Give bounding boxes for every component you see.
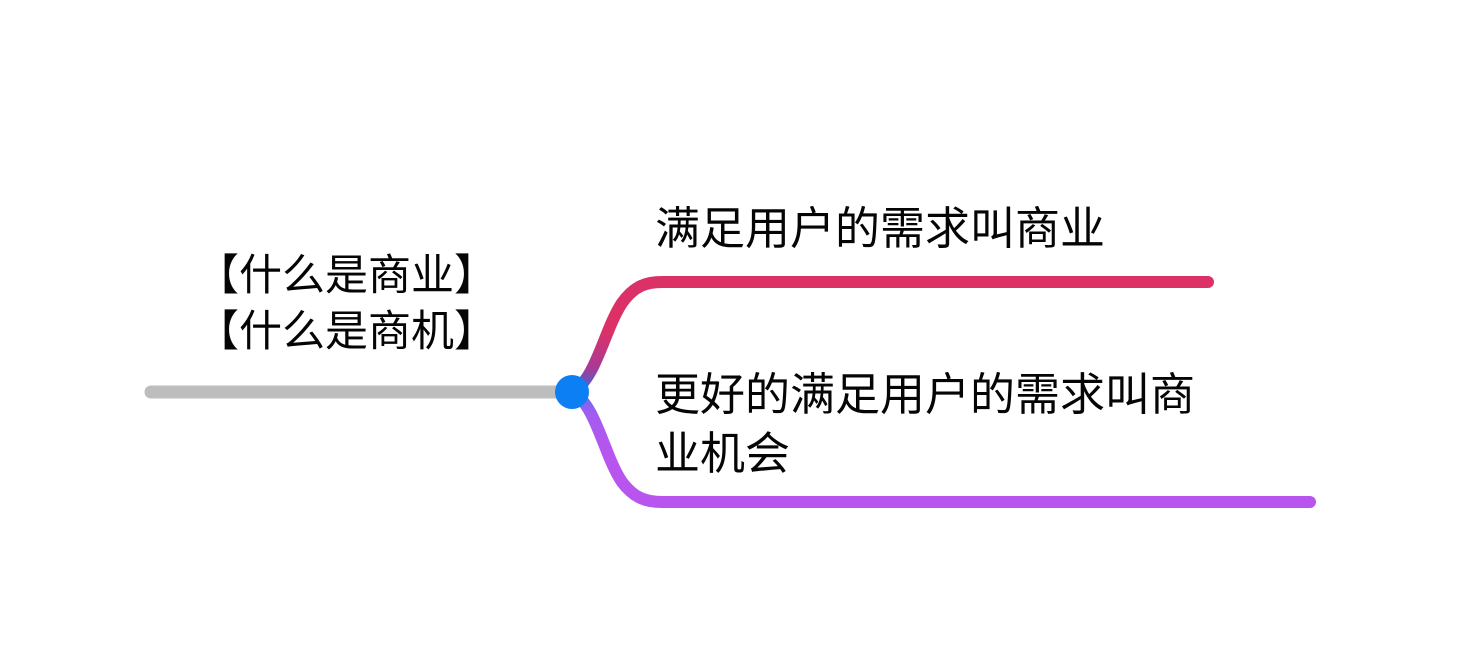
branch-1-line xyxy=(566,276,1214,398)
branch-2-line xyxy=(566,386,1316,508)
branch-2-label[interactable]: 更好的满足用户的需求叫商 业机会 xyxy=(655,369,1196,479)
center-node-dot[interactable] xyxy=(555,375,589,409)
branch-1-label[interactable]: 满足用户的需求叫商业 xyxy=(655,203,1106,254)
root-node-label[interactable]: 【什么是商业】 【什么是商机】 xyxy=(196,252,497,356)
